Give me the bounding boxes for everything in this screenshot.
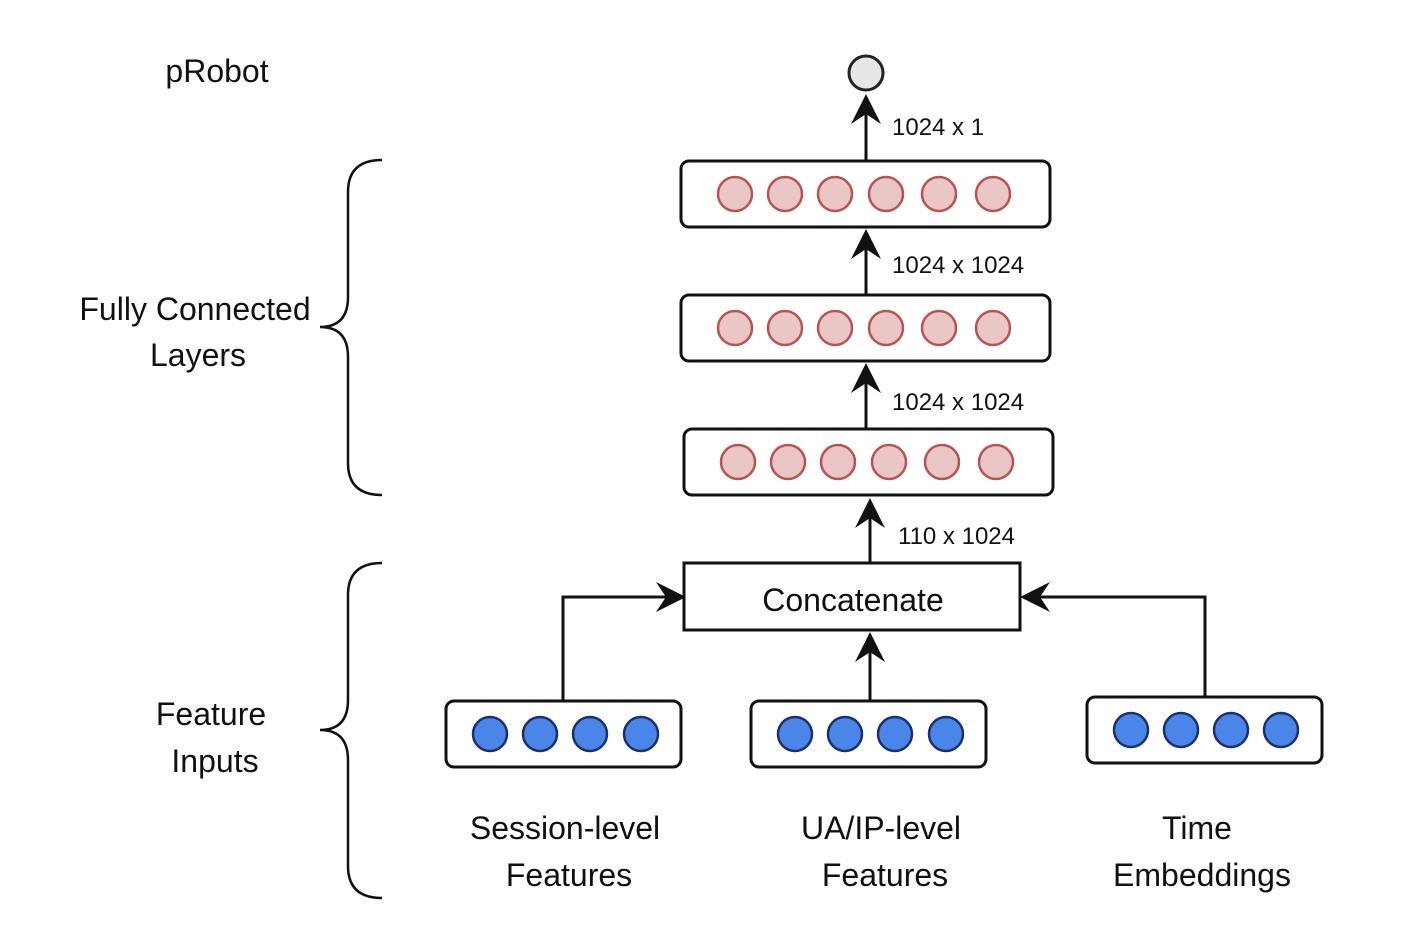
input-neuron	[776, 715, 814, 753]
arrow-fc3-to-output	[851, 94, 881, 160]
input-neuron	[927, 715, 965, 753]
arrow-fc2-to-fc3	[851, 229, 881, 294]
fc-layer-1	[682, 427, 1055, 497]
fc-neuron	[766, 309, 804, 347]
input-session-caption-line2: Features	[506, 857, 632, 893]
dim-label-fc2-fc3: 1024 x 1024	[892, 252, 1024, 279]
feature-inputs-brace	[319, 561, 383, 900]
input-session-caption-line1: Session-level	[470, 810, 660, 846]
input-uaip-level	[749, 699, 988, 769]
fc-neuron	[867, 309, 905, 347]
fully-connected-brace	[319, 158, 383, 497]
concatenate-label: Concatenate	[762, 582, 943, 618]
input-neuron	[471, 715, 509, 753]
fc-neuron	[719, 443, 757, 481]
fc-neuron	[867, 175, 905, 213]
input-neuron	[622, 715, 660, 753]
input-uaip-caption-line2: Features	[822, 857, 948, 893]
input-neuron	[1112, 711, 1150, 749]
fc-neuron	[974, 175, 1012, 213]
fc-neuron	[816, 175, 854, 213]
fc-neuron	[766, 175, 804, 213]
input-neuron	[1212, 711, 1250, 749]
arrow-session-to-concat	[561, 582, 686, 700]
fc-neuron	[716, 175, 754, 213]
input-neuron	[571, 715, 609, 753]
fc-neuron	[716, 309, 754, 347]
arrow-uaip-to-concat	[855, 632, 885, 700]
input-neuron	[1162, 711, 1200, 749]
input-neuron	[826, 715, 864, 753]
input-time-embeddings	[1085, 695, 1324, 765]
input-session-level	[444, 699, 683, 769]
dim-label-fc1-fc2: 1024 x 1024	[892, 389, 1024, 416]
feature-inputs-label-line1: Feature	[156, 696, 266, 732]
output-node	[847, 54, 885, 92]
fc-neuron	[920, 309, 958, 347]
input-time-caption-line2: Embeddings	[1113, 857, 1291, 893]
fully-connected-label-line1: Fully Connected	[79, 291, 310, 327]
arrow-time-to-concat	[1020, 582, 1207, 696]
fc-layer-2	[679, 293, 1052, 363]
arrow-concat-to-fc1	[855, 498, 885, 562]
input-uaip-caption-line1: UA/IP-level	[801, 810, 961, 846]
input-time-caption-line1: Time	[1162, 810, 1232, 846]
fc-neuron	[816, 309, 854, 347]
input-neuron	[1262, 711, 1300, 749]
dim-label-fc3-output: 1024 x 1	[892, 114, 984, 141]
fc-neuron	[769, 443, 807, 481]
fully-connected-label-line2: Layers	[150, 337, 246, 373]
fc-neuron	[819, 443, 857, 481]
fc-layer-3	[679, 159, 1052, 229]
fc-neuron	[920, 175, 958, 213]
input-neuron	[876, 715, 914, 753]
concatenate-block: Concatenate	[682, 561, 1022, 632]
fc-neuron	[870, 443, 908, 481]
diagram-title: pRobot	[165, 53, 268, 89]
fc-neuron	[977, 443, 1015, 481]
input-neuron	[521, 715, 559, 753]
fc-neuron	[974, 309, 1012, 347]
dim-label-concat-fc1: 110 x 1024	[898, 523, 1015, 550]
fc-neuron	[923, 443, 961, 481]
feature-inputs-label-line2: Inputs	[171, 743, 258, 779]
arrow-fc1-to-fc2	[851, 363, 881, 428]
